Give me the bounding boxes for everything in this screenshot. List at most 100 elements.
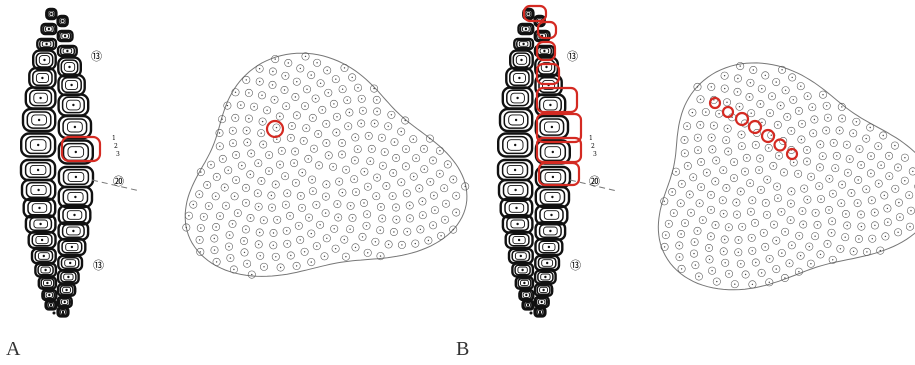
- floret-center: [797, 173, 798, 174]
- floret-center: [819, 186, 820, 187]
- floret-center: [693, 177, 694, 178]
- floret-center: [401, 182, 402, 183]
- floret-center: [791, 130, 792, 131]
- strip-scale-core: [69, 262, 71, 264]
- floret-center: [807, 96, 808, 97]
- floret-center: [778, 155, 779, 156]
- floret-center: [697, 86, 698, 87]
- floret-center: [200, 171, 201, 172]
- floret-center: [741, 146, 742, 147]
- strip-scale-core: [41, 239, 43, 241]
- floret-center: [726, 140, 727, 141]
- floret-center: [781, 69, 782, 70]
- floret-center: [803, 224, 804, 225]
- floret-center: [812, 107, 813, 108]
- floret-center: [697, 150, 698, 151]
- floret-center: [263, 144, 264, 145]
- floret-center: [711, 270, 712, 271]
- floret-center: [395, 207, 396, 208]
- row-number-1: 1: [589, 135, 593, 142]
- floret-center: [815, 212, 816, 213]
- floret-center: [311, 233, 312, 234]
- floret-center: [680, 203, 681, 204]
- floret-center: [371, 148, 372, 149]
- floret-center: [777, 198, 778, 199]
- floret-center: [681, 268, 682, 269]
- floret-center: [736, 214, 737, 215]
- floret-center: [857, 202, 858, 203]
- floret-center: [214, 249, 215, 250]
- strip-scale-core: [525, 28, 527, 30]
- floret-center: [275, 256, 276, 257]
- floret-center: [723, 251, 724, 252]
- floret-center: [250, 174, 251, 175]
- floret-center: [335, 248, 336, 249]
- floret-center: [841, 106, 842, 107]
- floret-center: [326, 238, 327, 239]
- floret-center: [422, 215, 423, 216]
- strip-scale-core: [544, 276, 546, 278]
- floret-center: [800, 255, 801, 256]
- highlight-a: [62, 121, 283, 161]
- floret-center: [368, 135, 369, 136]
- strip-scale-core: [543, 50, 545, 52]
- floret-center: [245, 229, 246, 230]
- floret-center: [272, 84, 273, 85]
- floret-center: [232, 130, 233, 131]
- floret-center: [846, 144, 847, 145]
- strip-scale-core: [516, 223, 518, 225]
- floret-center: [447, 164, 448, 165]
- floret-center: [716, 281, 717, 282]
- floret-center: [841, 203, 842, 204]
- floret-center: [445, 203, 446, 204]
- floret-center: [807, 199, 808, 200]
- floret-center: [315, 98, 316, 99]
- floret-center: [325, 212, 326, 213]
- floret-center: [801, 139, 802, 140]
- floret-center: [423, 148, 424, 149]
- floret-center: [290, 255, 291, 256]
- floret-center: [711, 137, 712, 138]
- floret-center: [349, 229, 350, 230]
- floret-center: [874, 212, 875, 213]
- floret-center: [681, 183, 682, 184]
- strip-scale-core: [73, 214, 75, 216]
- floret-center: [664, 246, 665, 247]
- floret-center: [407, 231, 408, 232]
- floret-center: [738, 252, 739, 253]
- strip-scale-core: [518, 77, 520, 79]
- floret-center: [258, 206, 259, 207]
- parastichy-strip-a: [21, 9, 93, 316]
- floret-center: [319, 224, 320, 225]
- strip-scale-core: [37, 144, 39, 146]
- floret-center: [790, 219, 791, 220]
- floret-center: [380, 255, 381, 256]
- floret-center: [405, 148, 406, 149]
- strip-scale-core: [551, 126, 553, 128]
- row-number-2: 2: [114, 143, 118, 150]
- floret-center: [791, 191, 792, 192]
- floret-center: [415, 243, 416, 244]
- floret-center: [884, 195, 885, 196]
- floret-center: [895, 188, 896, 189]
- floret-center: [345, 169, 346, 170]
- floret-center: [235, 92, 236, 93]
- floret-center: [790, 203, 791, 204]
- floret-center: [219, 146, 220, 147]
- floret-center: [814, 236, 815, 237]
- floret-center: [809, 246, 810, 247]
- floret-center: [316, 204, 317, 205]
- floret-center: [287, 243, 288, 244]
- floret-center: [728, 273, 729, 274]
- floret-center: [878, 146, 879, 147]
- strip-scale-core: [520, 59, 522, 61]
- floret-center: [727, 128, 728, 129]
- floret-center: [287, 193, 288, 194]
- floret-center: [806, 149, 807, 150]
- strip-scale-core: [72, 104, 74, 106]
- floret-center: [188, 215, 189, 216]
- floret-center: [749, 183, 750, 184]
- floret-center: [235, 154, 236, 155]
- floret-center: [695, 264, 696, 265]
- strip-foot-dot: [539, 312, 541, 314]
